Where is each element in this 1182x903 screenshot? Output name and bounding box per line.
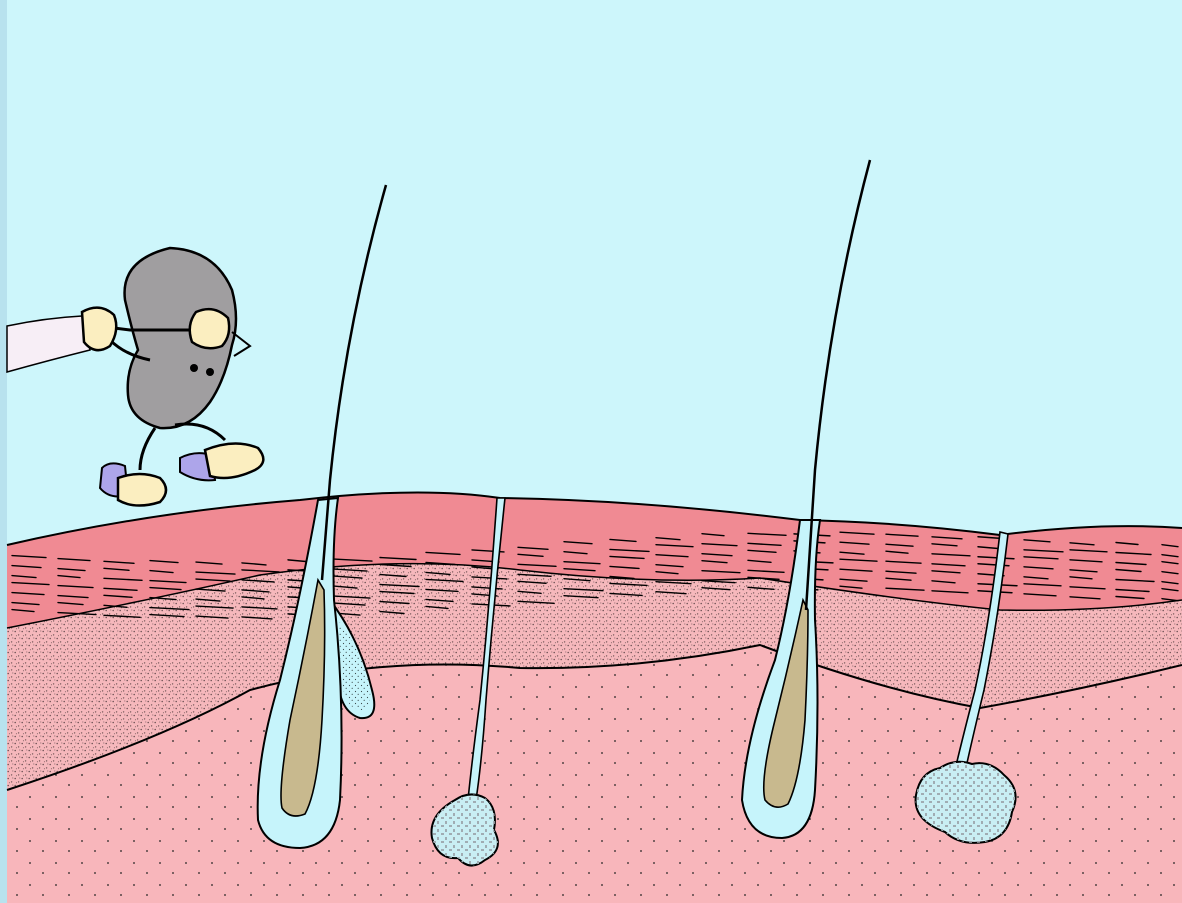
character-eye-right [206,368,214,376]
character-right-hand [190,309,229,348]
character-left-hand [82,308,116,351]
character-shoe-left [118,474,166,506]
character-eye-left [190,364,198,372]
left-frame-edge [0,0,7,903]
